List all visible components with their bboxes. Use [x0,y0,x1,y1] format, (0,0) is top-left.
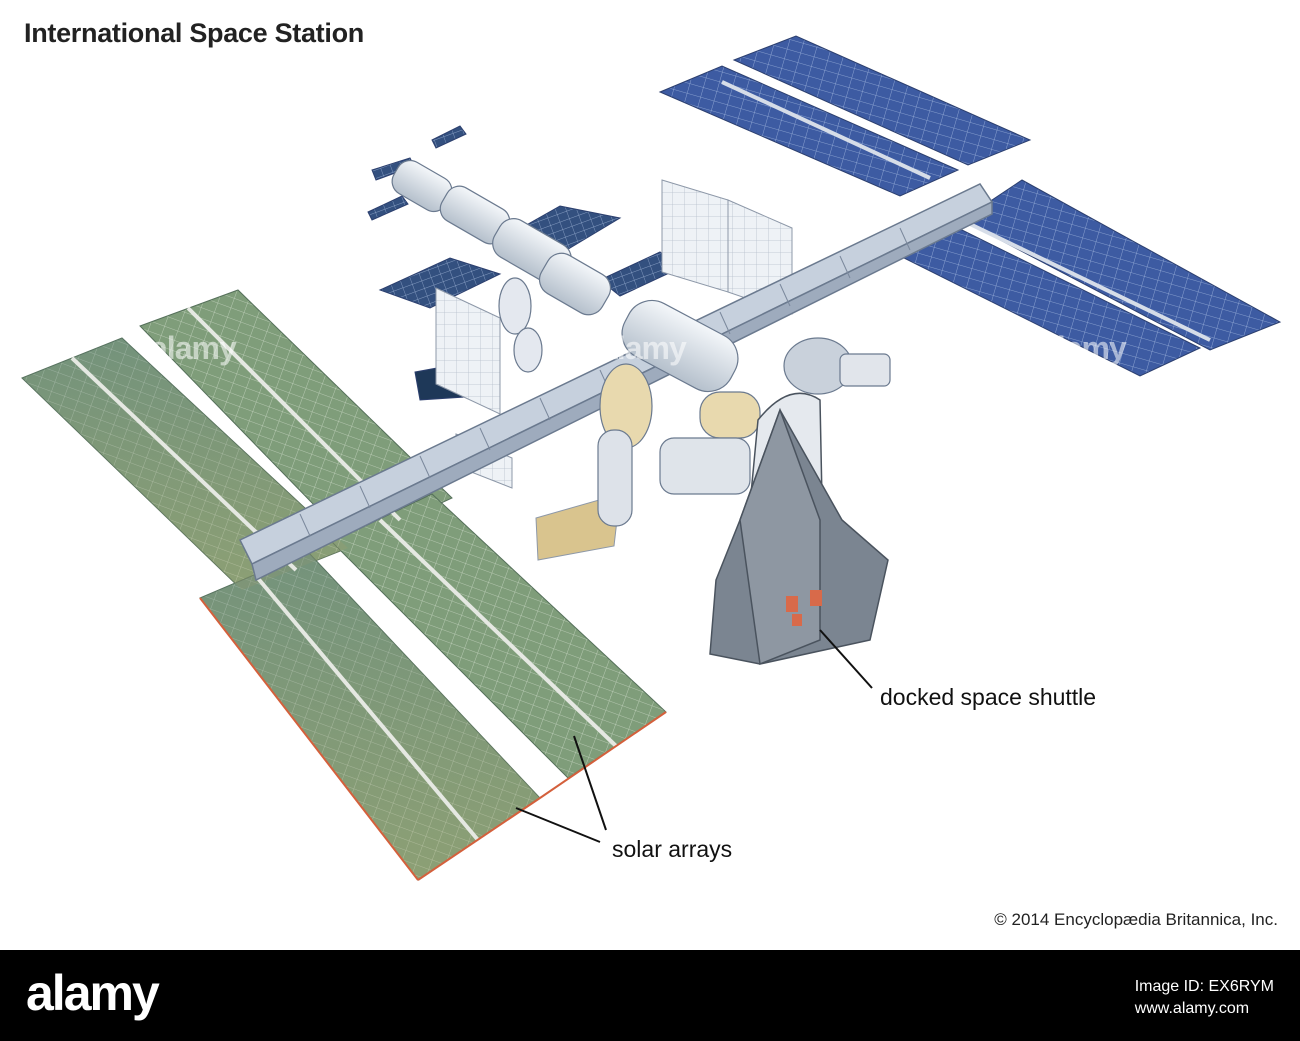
site-url: www.alamy.com [1134,999,1250,1017]
us-modules [597,299,891,527]
image-id: Image ID: EX6RYM [1134,978,1274,995]
copyright-notice: © 2014 Encyclopædia Britannica, Inc. [994,910,1278,929]
label-solar-arrays: solar arrays [612,836,733,862]
image-id-block: Image ID: EX6RYM www.alamy.com [1135,976,1274,1019]
page-title: International Space Station [24,18,364,48]
watermark-3: alamy [1040,330,1127,366]
stock-footer-bar: alamy Image ID: EX6RYM www.alamy.com [0,950,1300,1041]
iss-illustration [21,35,1282,881]
russian-modules [391,159,612,373]
docked-space-shuttle [709,392,889,666]
alamy-logo: alamy [26,965,160,1021]
watermark-1: alamy [150,330,237,366]
solar-array-lower-left [21,289,667,881]
watermark-2: alamy [600,330,687,366]
leader-lines [515,629,873,843]
label-docked-space-shuttle: docked space shuttle [880,684,1097,710]
